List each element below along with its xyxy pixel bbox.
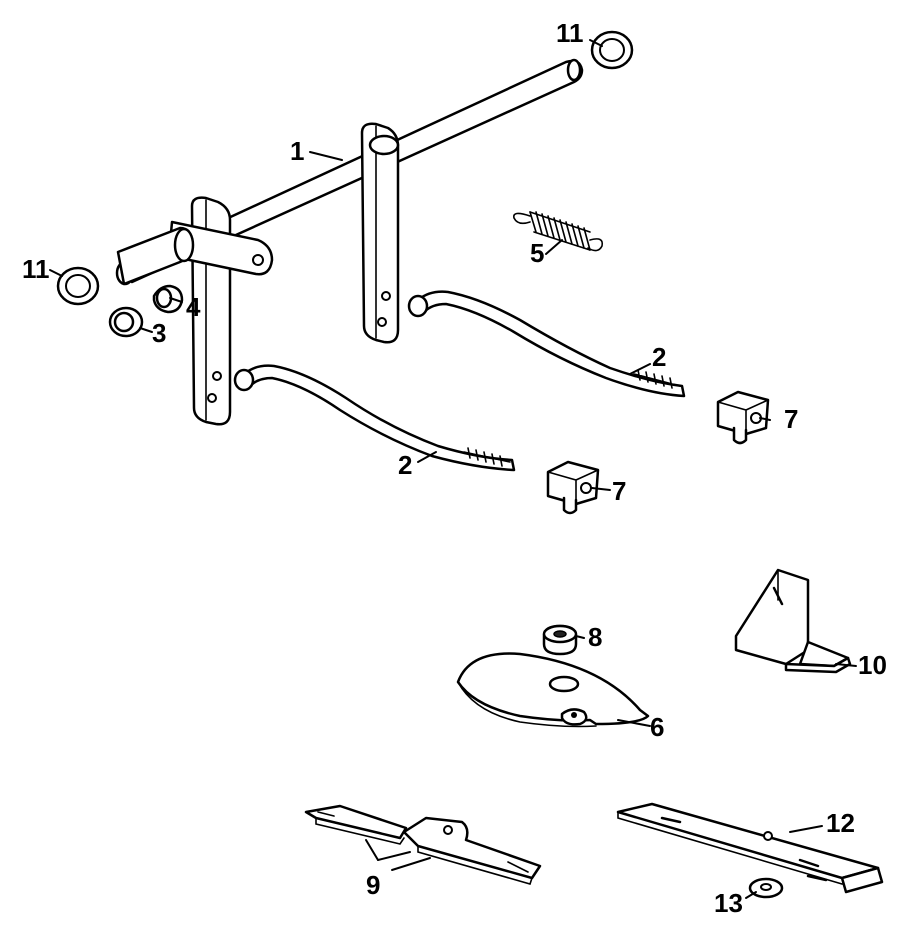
callout-1: 1 [290,136,304,166]
pivot-block-upper [716,390,770,445]
arm-plate-hole [252,254,264,266]
arm-left-hole-upper [212,371,222,381]
rod-upper-head [407,294,429,318]
callout-labels: 1 11 11 3 4 5 2 2 7 7 8 6 10 12 9 13 [22,18,887,918]
arm-right-hole-upper [381,291,391,301]
leader-lines [49,39,857,899]
arm-right-boss [368,134,400,156]
deflector-plate-6 [456,652,650,728]
shaft-arm-right [360,122,400,344]
washer-11-left [56,266,100,306]
link-plate-9 [304,804,542,885]
callout-10: 10 [858,650,887,680]
callout-7-upper: 7 [784,404,798,434]
callout-3: 3 [152,318,166,348]
spacer-8 [542,624,578,656]
callout-8: 8 [588,622,602,652]
rod-lower-thread [463,447,511,467]
callout-11-left: 11 [22,254,50,284]
callout-2-lower: 2 [398,450,412,480]
cross-shaft-assembly [115,58,584,426]
bent-rod-lower [233,364,516,472]
shaft-end-right [566,58,582,82]
callout-11-right: 11 [556,18,584,48]
washer-13 [748,877,784,899]
mounting-bracket-10 [734,568,852,674]
pivot-block-lower [546,460,600,515]
extension-spring [513,211,604,252]
callout-7-lower: 7 [612,476,626,506]
bushing-4 [152,284,184,314]
callout-6: 6 [650,712,664,742]
collar-face [173,227,195,263]
arm-left-hole-lower [207,393,217,403]
callout-12: 12 [826,808,855,838]
rod-lower-head [233,368,255,392]
callout-2-upper: 2 [652,342,666,372]
bent-rod-upper [407,290,686,398]
bushing-3 [108,306,144,338]
callout-9: 9 [366,870,380,900]
rod-upper-thread [633,369,681,389]
callout-4: 4 [186,292,201,322]
callout-13: 13 [714,888,743,918]
support-channel-12 [616,802,884,894]
callout-5: 5 [530,238,544,268]
washer-11-right [590,30,634,70]
arm-right-hole-lower [377,317,387,327]
